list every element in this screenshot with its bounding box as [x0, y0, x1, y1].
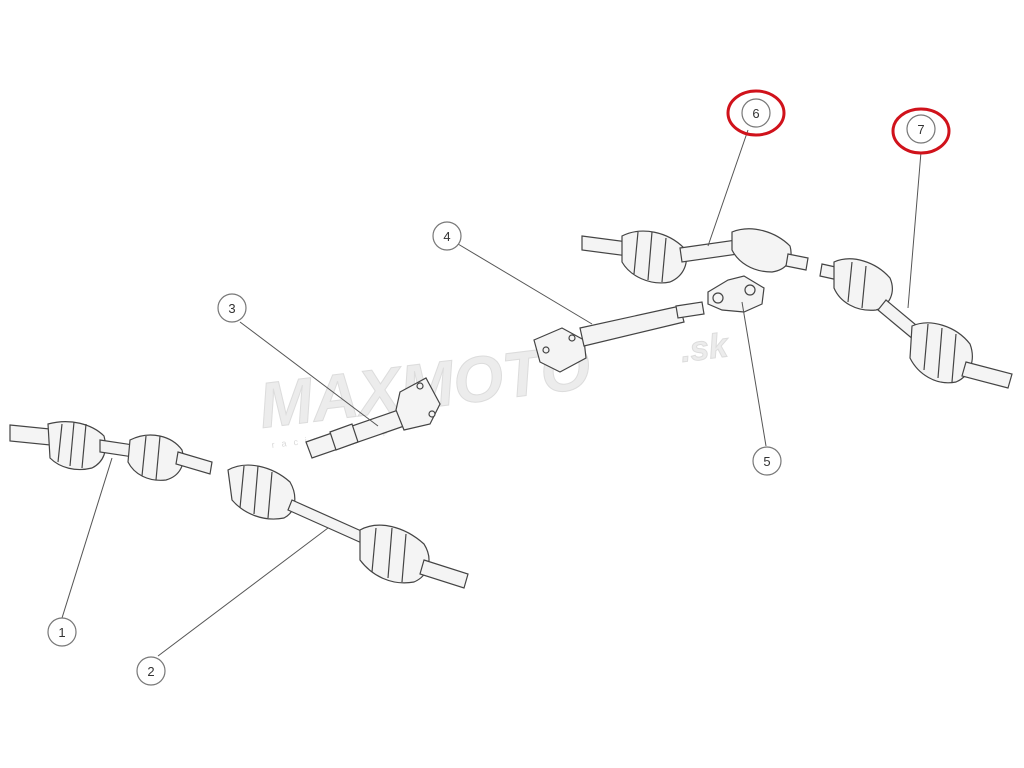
callout-4: 4: [432, 221, 462, 251]
callout-6: 6: [726, 89, 786, 137]
callout-7-label: 7: [917, 122, 924, 137]
leader-line-3: [239, 321, 379, 427]
leader-line-5: [741, 301, 767, 447]
callout-7-highlight-ring: [891, 107, 951, 155]
leader-line-1: [61, 457, 113, 619]
part-3-intermediate-shaft: [305, 377, 441, 459]
part-5-coupling: [707, 275, 765, 313]
leader-line-2: [157, 527, 329, 657]
callout-2-label: 2: [147, 664, 154, 679]
leader-line-7: [907, 151, 922, 309]
callout-6-label: 6: [752, 106, 759, 121]
leader-line-4: [457, 243, 593, 325]
part-4-propeller-shaft: [533, 301, 705, 373]
leader-line-6: [707, 129, 749, 247]
part-7-driveshaft: [819, 258, 1013, 389]
callout-3-label: 3: [228, 301, 235, 316]
callouts: 1 2 3 4 5 6 7: [47, 89, 951, 686]
part-1-driveshaft: [9, 421, 213, 481]
leader-lines: [61, 129, 922, 657]
callout-7: 7: [891, 107, 951, 155]
callout-4-label: 4: [443, 229, 450, 244]
watermark: MAXMOTO .sk racing shop: [254, 326, 732, 450]
callout-3: 3: [217, 293, 247, 323]
part-2-driveshaft: [227, 464, 469, 589]
callout-6-highlight-ring: [726, 89, 786, 137]
callout-5: 5: [752, 446, 782, 476]
callout-5-label: 5: [763, 454, 770, 469]
watermark-suffix: .sk: [678, 326, 732, 370]
callout-1-label: 1: [58, 625, 65, 640]
callout-2: 2: [136, 656, 166, 686]
part-6-driveshaft: [581, 228, 809, 284]
callout-1: 1: [47, 617, 77, 647]
